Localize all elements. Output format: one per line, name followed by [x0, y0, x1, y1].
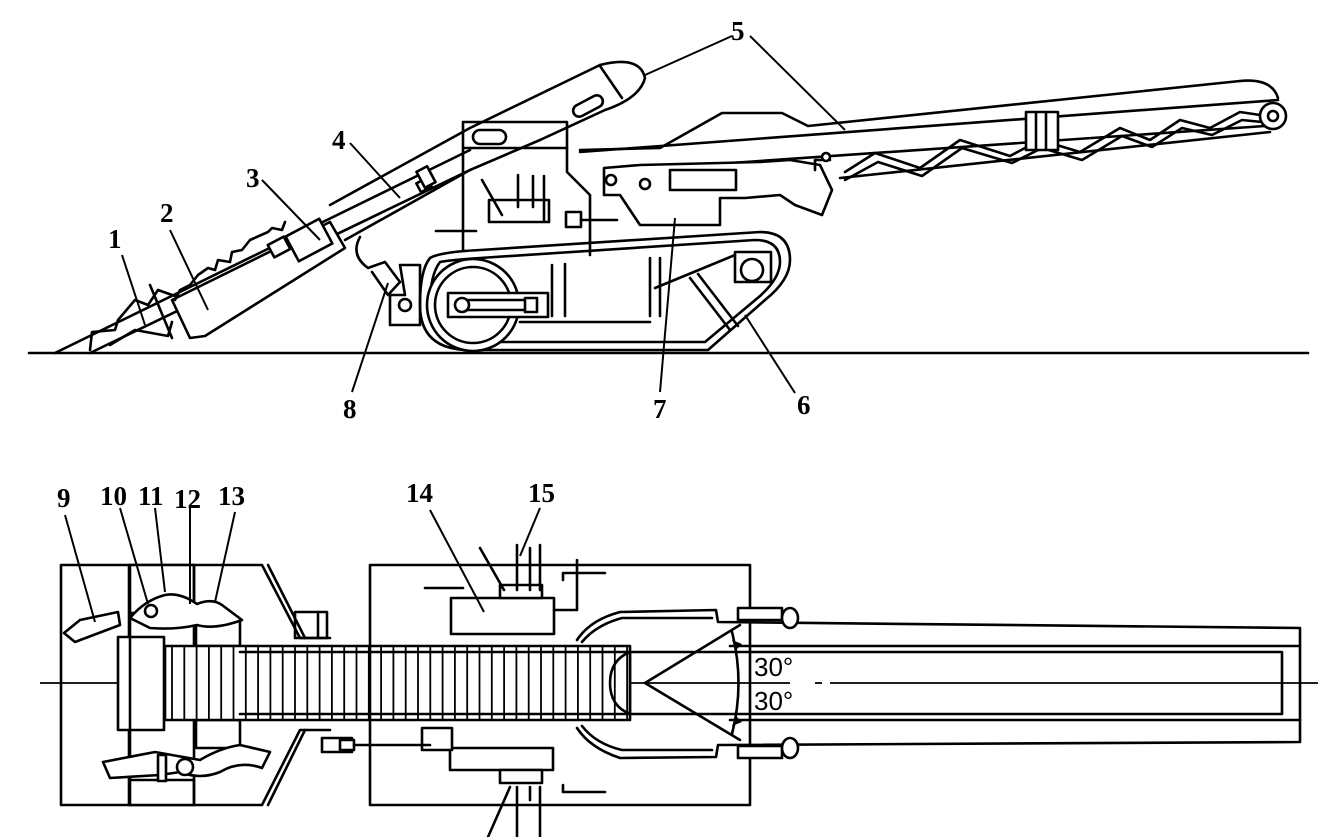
callout-10: 10	[100, 481, 127, 511]
callout-2: 2	[160, 198, 174, 228]
callout-7: 7	[653, 394, 667, 424]
callout-13: 13	[218, 481, 245, 511]
callout-12: 12	[174, 484, 201, 514]
discharge-conveyor	[578, 79, 1288, 227]
machine-body	[434, 120, 619, 257]
callout-8: 8	[343, 394, 357, 424]
callout-4: 4	[332, 125, 346, 155]
main-frame-top	[320, 543, 752, 837]
callout-15: 15	[528, 478, 555, 508]
tail-section-top	[575, 606, 1302, 760]
callout-1: 1	[108, 224, 122, 254]
callout-5: 5	[731, 16, 745, 46]
chain-body	[163, 644, 632, 722]
callout-11: 11	[138, 481, 164, 511]
gathering-arm-housing	[170, 217, 347, 340]
main-conveyor	[328, 60, 647, 297]
callout-14: 14	[406, 478, 433, 508]
callout-6: 6	[797, 390, 811, 420]
angle-label-lower: 30°	[754, 686, 793, 716]
side-view: 1 2 3 4 5 6 7 8	[27, 16, 1310, 424]
chain-conveyor	[163, 644, 632, 722]
callout-9: 9	[57, 483, 71, 513]
crawler-track	[388, 230, 792, 353]
callout-3: 3	[246, 163, 260, 193]
side-view-leaders	[121, 35, 846, 394]
top-view-leaders	[64, 507, 541, 623]
angle-label-upper: 30°	[754, 652, 793, 682]
top-view: 9 10 11 12 13 14 15 30° 30°	[40, 478, 1318, 837]
shovel-plate-top	[59, 563, 332, 807]
